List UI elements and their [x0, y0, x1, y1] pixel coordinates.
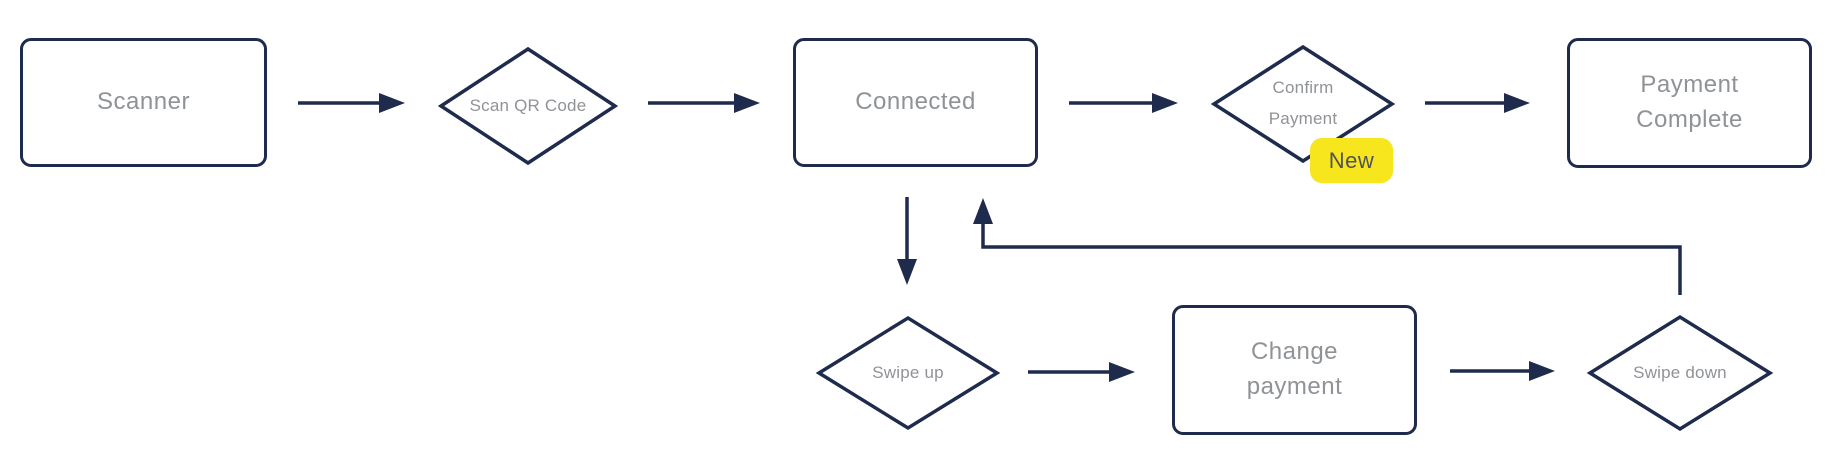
arrowhead-connected-to-swipeup: [897, 259, 917, 285]
new-badge: New: [1310, 138, 1393, 183]
node-connected: Connected: [793, 38, 1038, 167]
arrowhead-scanqr-to-connected: [734, 93, 760, 113]
node-payment-complete: Payment Complete: [1567, 38, 1812, 168]
node-change-payment: Change payment: [1172, 305, 1417, 435]
node-connected-label: Connected: [855, 88, 976, 116]
node-payment-complete-label: Payment Complete: [1636, 71, 1743, 133]
arrowhead-connected-to-confirm: [1152, 93, 1178, 113]
diamond-shape-confirm-payment: [1210, 44, 1396, 164]
arrowhead-scanner-to-scanqr: [379, 93, 405, 113]
arrowhead-swipedown-to-connected: [973, 198, 993, 224]
diamond-shape-scan-qr-code: [437, 46, 619, 166]
node-scanner: Scanner: [20, 38, 267, 167]
node-scanner-label: Scanner: [97, 88, 190, 116]
arrowhead-swipeup-to-change: [1109, 362, 1135, 382]
new-badge-label: New: [1328, 147, 1375, 173]
arrowhead-confirm-to-complete: [1504, 93, 1530, 113]
node-change-payment-label: Change payment: [1246, 338, 1343, 400]
edge-swipedown-to-connected: [981, 224, 1682, 295]
diamond-shape-swipe-up: [815, 315, 1001, 431]
arrowhead-change-to-swipedown: [1529, 361, 1555, 381]
diamond-shape-swipe-down: [1586, 314, 1774, 432]
